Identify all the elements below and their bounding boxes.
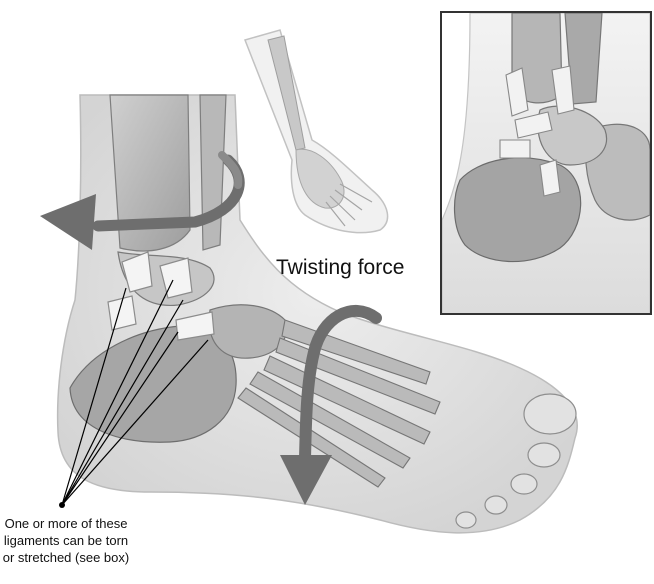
ligament-caption: One or more of these ligaments can be to… (0, 515, 132, 566)
twisting-force-label: Twisting force (276, 256, 404, 280)
small-foot-sketch (245, 30, 388, 233)
caption-line: ligaments can be torn (0, 532, 132, 549)
caption-line: or stretched (see box) (0, 549, 132, 566)
caption-line: One or more of these (0, 515, 132, 532)
pointer-origin-dot (59, 502, 65, 508)
inset-box (441, 12, 651, 314)
